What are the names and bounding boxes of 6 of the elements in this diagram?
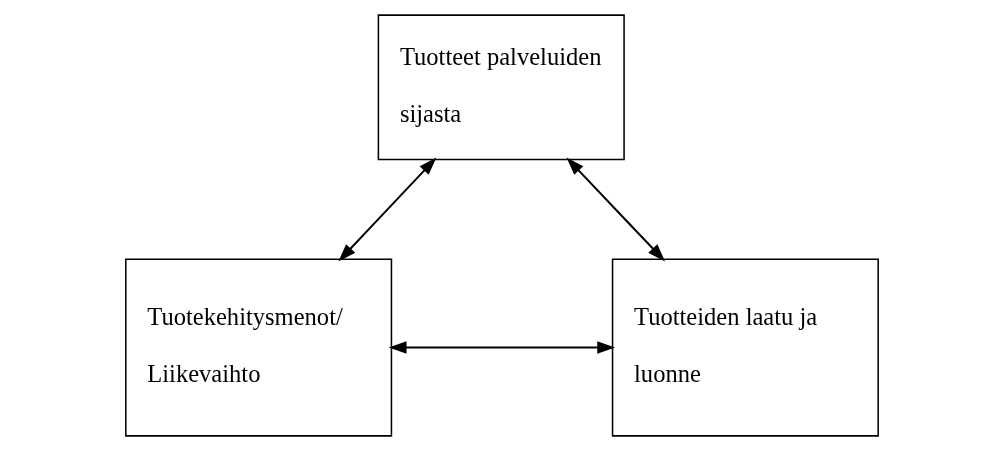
arrow bbox=[566, 157, 665, 261]
node-box: Tuotekehitysmenot/ Liikevaihto bbox=[124, 258, 392, 437]
node-box: Tuotteiden laatu ja luonne bbox=[611, 258, 879, 437]
node-box: Tuotteet palveluiden sijasta bbox=[377, 13, 625, 160]
arrow bbox=[388, 340, 615, 354]
arrow bbox=[337, 157, 436, 261]
